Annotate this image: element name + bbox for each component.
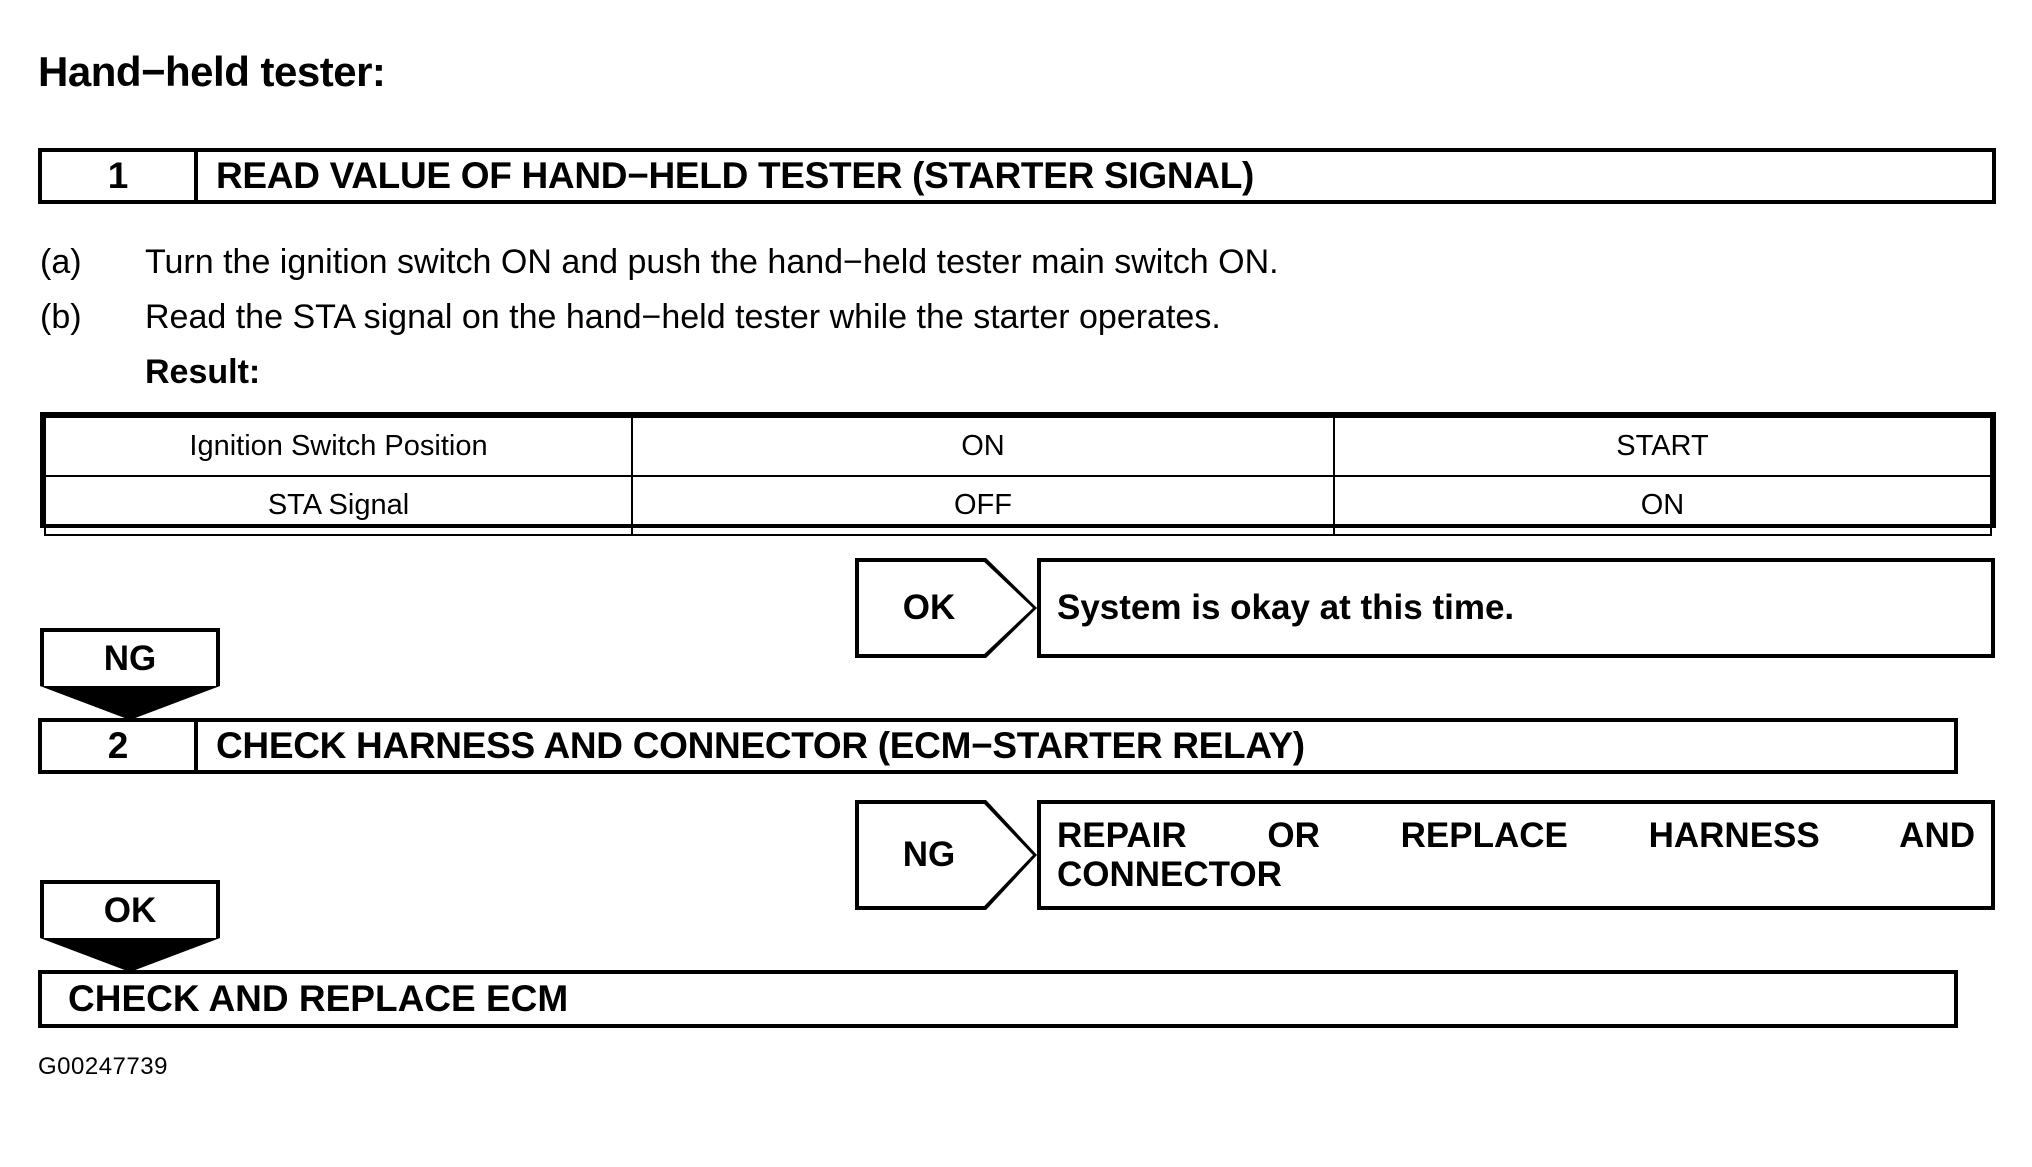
tag-down-icon [44, 938, 216, 968]
cell-ignition-switch-position: Ignition Switch Position [44, 416, 633, 477]
table-row: STA Signal OFF ON [44, 475, 1992, 536]
judgement-arrow-ng: NG [855, 800, 1037, 910]
judgement-label-ok: OK [902, 588, 956, 627]
step-1-number: 1 [42, 152, 198, 200]
footer-code: G00247739 [38, 1053, 168, 1080]
instruction-a-marker: (a) [40, 243, 82, 281]
branch-ok-result-text: System is okay at this time. [1057, 588, 1515, 628]
step-2-number: 2 [42, 722, 198, 770]
final-action-bar: CHECK AND REPLACE ECM [38, 970, 1958, 1028]
cell-ignition-start: START [1333, 416, 1992, 477]
step-1-header: 1 READ VALUE OF HAND−HELD TESTER (STARTE… [38, 148, 1996, 204]
branch-ng-result-box: REPAIR OR REPLACE HARNESS AND CONNECTOR [1037, 800, 1995, 910]
result-table: Ignition Switch Position ON START STA Si… [40, 412, 1996, 536]
cell-ignition-on: ON [631, 416, 1335, 477]
tag-down-icon [44, 686, 216, 716]
step-2-title: CHECK HARNESS AND CONNECTOR (ECM−STARTER… [216, 725, 1305, 766]
branch-ng-result-text: REPAIR OR REPLACE HARNESS AND CONNECTOR [1057, 816, 1975, 894]
branch-ng-result-line1: REPAIR OR REPLACE HARNESS AND [1057, 815, 1975, 855]
instruction-b-text: Read the STA signal on the hand−held tes… [145, 298, 1221, 336]
table-row: Ignition Switch Position ON START [44, 416, 1992, 477]
judgement-arrow-ok: OK [855, 558, 1037, 658]
cell-sta-signal: STA Signal [44, 475, 633, 536]
branch-ok-result-box: System is okay at this time. [1037, 558, 1995, 658]
instruction-a-text: Turn the ignition switch ON and push the… [145, 243, 1279, 281]
page-title: Hand−held tester: [38, 48, 386, 95]
instruction-b-marker: (b) [40, 298, 82, 336]
step-1-title: READ VALUE OF HAND−HELD TESTER (STARTER … [216, 155, 1255, 196]
judgement-label-ng: NG [902, 835, 956, 874]
branch-ng: NG REPAIR OR REPLACE HARNESS AND CONNECT… [855, 800, 1995, 910]
result-label: Result: [145, 353, 261, 391]
branch-ng-result-line2: CONNECTOR [1057, 855, 1282, 894]
step-2-header: 2 CHECK HARNESS AND CONNECTOR (ECM−START… [38, 718, 1958, 774]
cell-sta-on: ON [1333, 475, 1992, 536]
judgement-tag-ng-label: NG [103, 639, 157, 678]
branch-ok: OK System is okay at this time. [855, 558, 1995, 658]
judgement-tag-ok: OK [40, 880, 220, 968]
cell-sta-off: OFF [631, 475, 1335, 536]
judgement-tag-ng: NG [40, 628, 220, 716]
judgement-tag-ok-label: OK [103, 891, 157, 930]
